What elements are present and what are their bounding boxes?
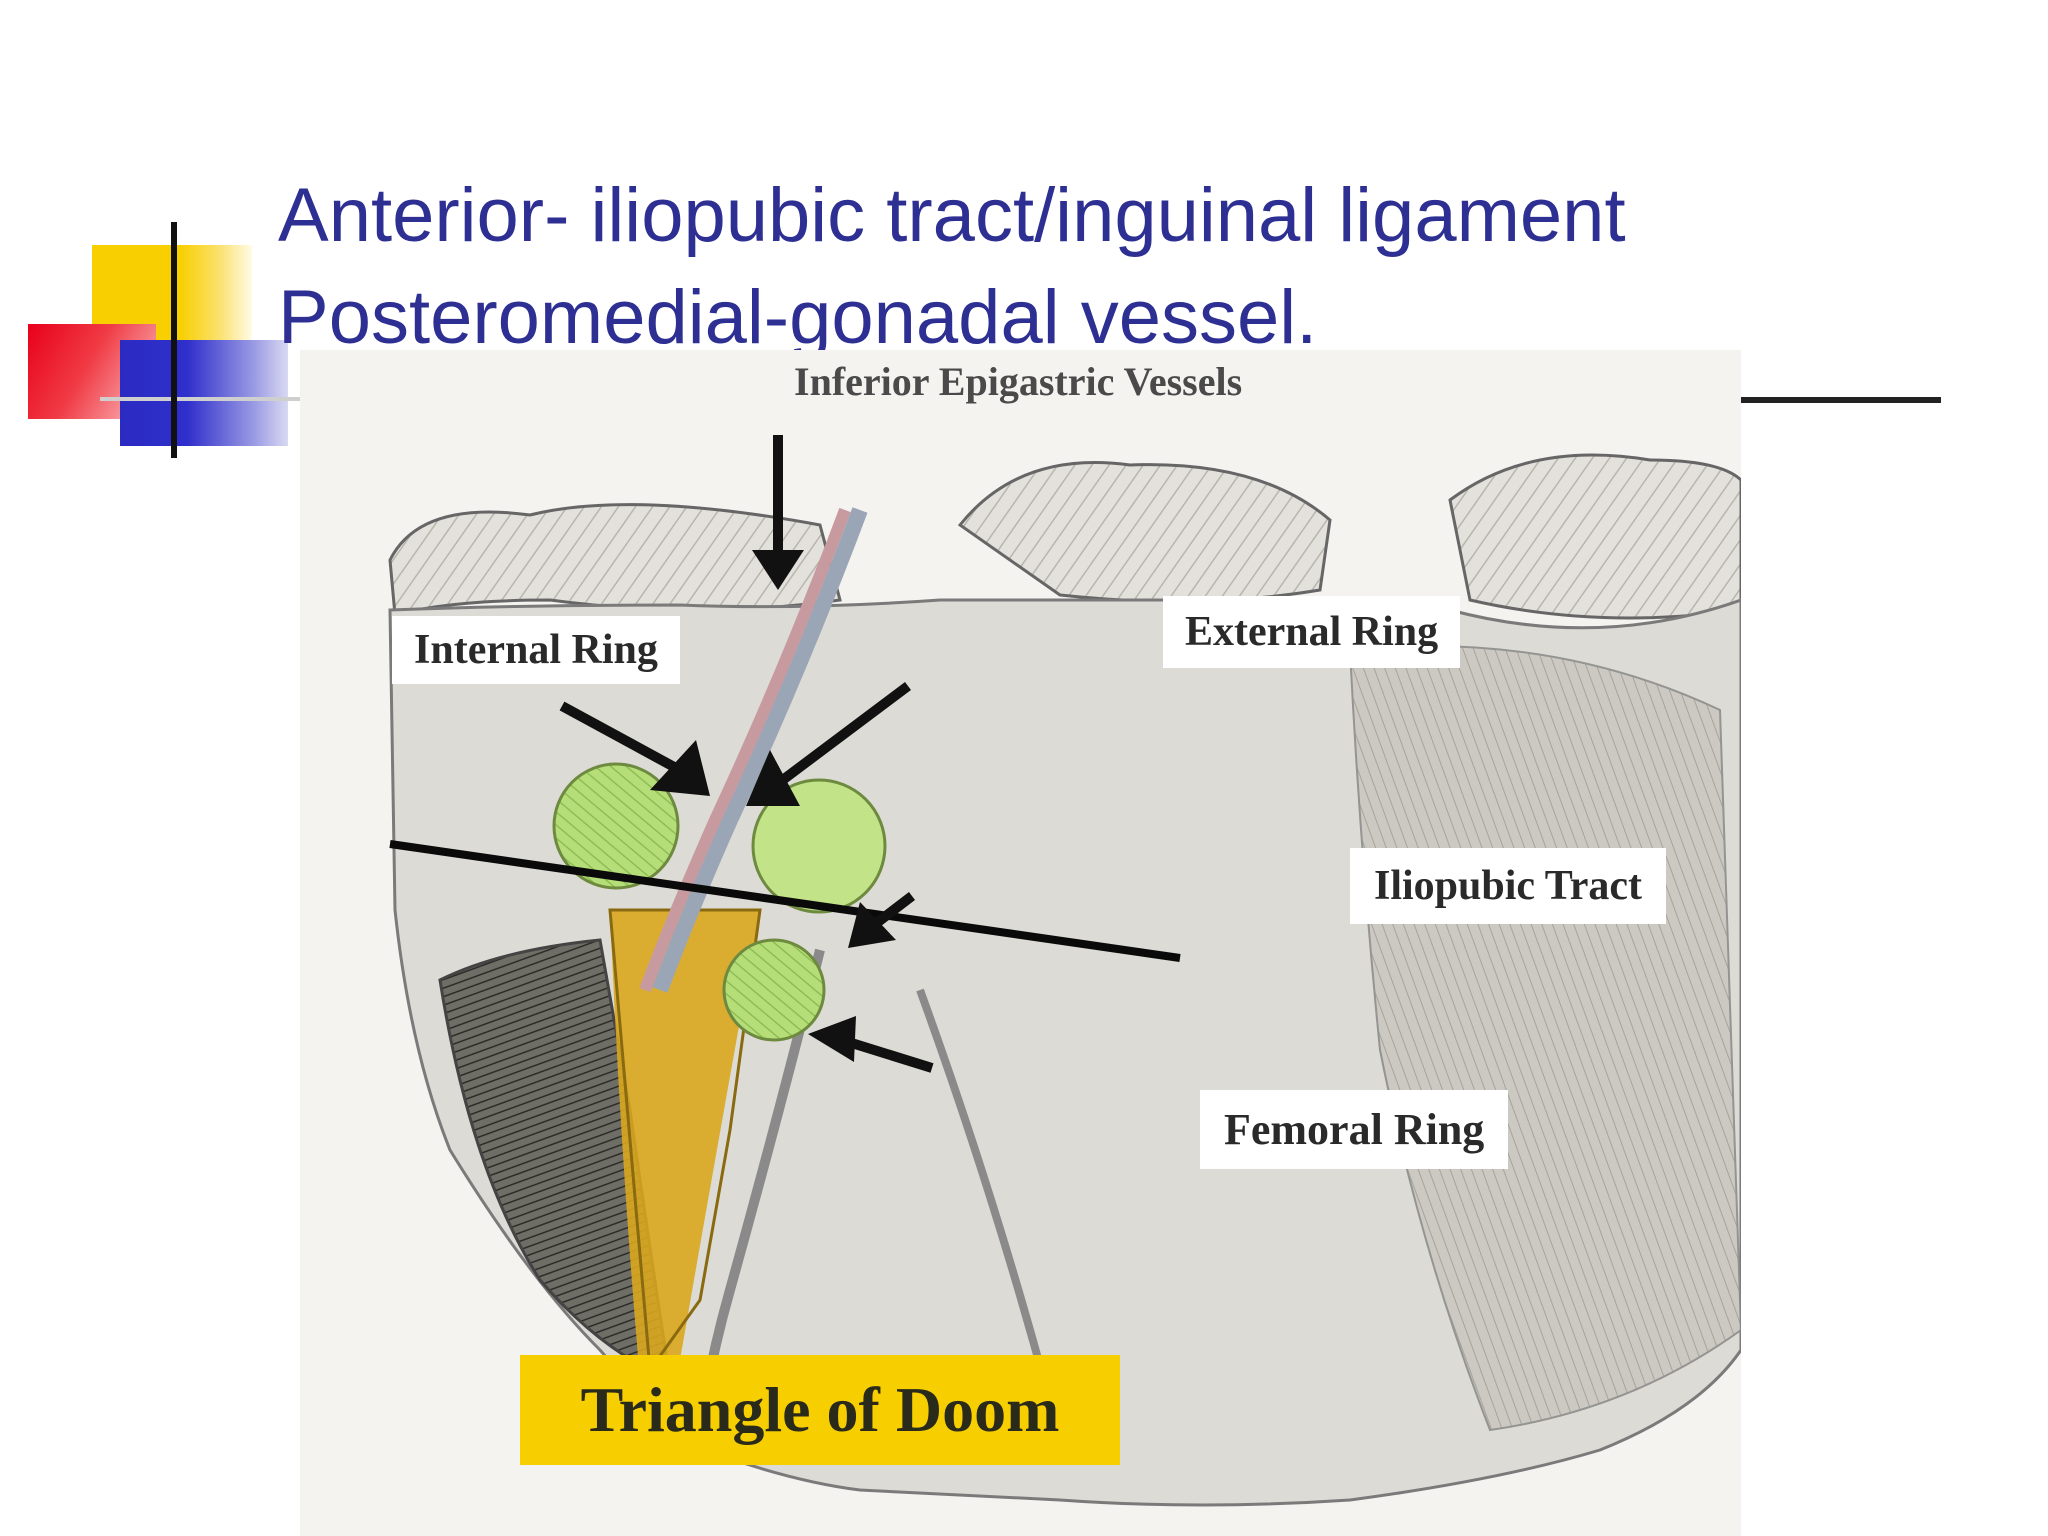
label-external-ring: External Ring <box>1163 596 1461 668</box>
label-inferior-epigastric-vessels: Inferior Epigastric Vessels <box>794 359 1243 404</box>
right-rule-decoration <box>1741 397 1941 403</box>
vertical-rule-decoration <box>171 222 177 458</box>
femoral-ring-circle <box>722 938 826 1042</box>
iliopubic-arrow-head <box>848 902 896 948</box>
label-triangle-of-doom: Triangle of Doom <box>520 1355 1120 1465</box>
epigastric-arrow-head <box>752 550 804 590</box>
anatomy-illustration <box>300 350 1741 1536</box>
iliopubic-arrow-shaft <box>874 892 916 926</box>
internal-ring-arrow-head <box>650 740 710 796</box>
epigastric-vessel-blue <box>652 507 868 993</box>
title-line-2: Posteromedial-gonadal vessel. <box>278 275 1318 360</box>
arrows <box>559 435 934 1073</box>
horizontal-rule-decoration <box>100 397 318 401</box>
epigastric-vessel-red <box>639 507 851 993</box>
internal-ring-circle <box>552 762 680 890</box>
label-iliopubic-tract: Iliopubic Tract <box>1350 848 1666 924</box>
blue-square-decoration <box>120 340 288 446</box>
label-femoral-ring: Femoral Ring <box>1200 1090 1509 1169</box>
iliopubic-tract-line <box>389 840 1181 962</box>
slide-title: Anterior- iliopubic tract/inguinal ligam… <box>278 165 1778 369</box>
external-ring-arrow-head <box>746 750 800 806</box>
femoral-arrow-head <box>808 1016 856 1062</box>
label-internal-ring: Internal Ring <box>392 616 680 684</box>
triangle-outline <box>608 908 762 1375</box>
femoral-arrow-shaft <box>840 1035 934 1073</box>
external-ring-circle <box>751 778 887 914</box>
triangle-of-doom-region <box>610 910 760 1380</box>
left-muscle-band <box>388 503 842 617</box>
right-muscle-band <box>1448 453 1741 620</box>
external-ring-arrow-shaft <box>777 682 911 786</box>
title-line-1: Anterior- iliopubic tract/inguinal ligam… <box>278 173 1626 258</box>
internal-ring-arrow-shaft <box>559 701 679 773</box>
